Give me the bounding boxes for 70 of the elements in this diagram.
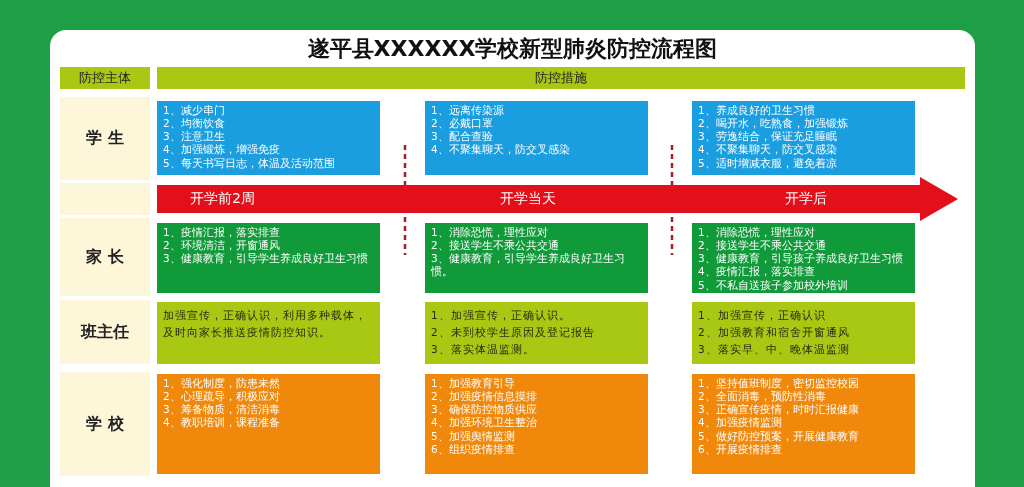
row-header: 学 生 — [60, 97, 150, 180]
measure-box — [692, 223, 915, 293]
list-item: 3、健康教育，引导孩子养成良好卫生习惯 — [698, 252, 904, 266]
row-header: 学 校 — [60, 372, 150, 476]
list-item: 3、落实早、中、晚体温监测 — [698, 341, 851, 357]
measure-box — [157, 302, 380, 364]
list-item: 3、健康教育，引导学生养成良好卫生习惯 — [163, 252, 369, 266]
list-item: 4、加强环境卫生整治 — [431, 416, 538, 430]
list-item: 4、不聚集聊天，防交叉感染 — [698, 143, 838, 157]
list-item: 2、加强教育和宿舍开窗通风 — [698, 324, 851, 340]
list-item: 1、加强宣传，正确认识 — [698, 308, 827, 323]
list-item: 1、加强教育引导 — [431, 377, 516, 391]
list-item: 2、心理疏导，积极应对 — [163, 390, 281, 404]
phase-label: 开学前2周 — [190, 189, 255, 207]
list-item: 2、均衡饮食 — [163, 117, 226, 131]
measure-box — [425, 302, 648, 364]
list-item: 2、接送学生不乘公共交通 — [698, 239, 827, 252]
list-item: 5、不私自送孩子参加校外培训 — [698, 278, 849, 292]
list-item: 1、养成良好的卫生习惯 — [698, 104, 816, 118]
list-item: 4、教职培训，课程准备 — [163, 416, 281, 430]
list-item: 3、正确宣传疫情，时时汇报健康 — [698, 403, 860, 417]
list-item: 2、全面消毒，预防性消毒 — [698, 390, 827, 404]
measure-box — [157, 223, 380, 293]
measure-box — [425, 374, 648, 474]
measure-box — [692, 101, 915, 175]
measure-box — [157, 101, 380, 175]
list-item: 2、加强疫情信息摸排 — [431, 390, 538, 404]
title: 遂平县XXXXXX学校新型肺炎防控流程图 — [306, 35, 719, 63]
list-item: 1、远离传染源 — [431, 104, 505, 118]
measure-box — [692, 374, 915, 474]
list-item: 4、加强锻炼，增强免疫 — [163, 143, 281, 157]
list-item: 5、每天书写日志，体温及活动范围 — [163, 156, 336, 170]
phase-label: 开学后 — [785, 189, 827, 207]
list-item: 1、消除恐慌，理性应对 — [431, 226, 549, 240]
list-item: 3、落实体温监测。 — [431, 341, 536, 357]
list-item: 4、不聚集聊天，防交叉感染 — [431, 143, 571, 157]
list-item: 4、疫情汇报，落实排查 — [698, 265, 816, 279]
list-item: 加强宣传，正确认识，利用多种载体，及时向家长推送疫情防控知识。 — [163, 308, 368, 340]
list-item: 5、做好防控预案，开展健康教育 — [698, 429, 860, 443]
list-item: 1、消除恐慌，理性应对 — [698, 226, 816, 240]
list-item: 1、减少串门 — [163, 104, 226, 118]
list-item: 6、组织疫情排查 — [431, 442, 516, 456]
measure-box — [425, 223, 648, 293]
list-item: 5、适时增减衣服，避免着凉 — [698, 156, 838, 170]
list-item: 3、劳逸结合，保证充足睡眠 — [698, 130, 838, 144]
list-item: 3、注意卫生 — [163, 130, 226, 144]
measure-box — [692, 302, 915, 364]
list-item: 6、开展疫情排查 — [698, 442, 783, 456]
list-item: 3、筹备物质，清洁消毒 — [163, 403, 281, 417]
list-item: 2、环境清洁，开窗通风 — [163, 239, 281, 252]
list-item: 1、加强宣传，正确认识。 — [431, 308, 572, 323]
measure-box — [157, 374, 380, 474]
phase-label: 开学当天 — [500, 189, 556, 207]
header-cell: 防控措施 — [157, 67, 965, 89]
list-item: 4、加强疫情监测 — [698, 416, 783, 430]
list-item: 2、必戴口罩 — [431, 117, 494, 131]
list-item: 2、喝开水，吃熟食，加强锻炼 — [698, 117, 849, 131]
list-item: 2、未到校学生原因及登记报告 — [431, 324, 596, 340]
row-header: 班主任 — [60, 300, 150, 364]
list-item: 1、坚持值班制度，密切监控校园 — [698, 377, 860, 391]
list-item: 3、确保防控物质供应 — [431, 403, 538, 417]
header-cell: 防控主体 — [60, 67, 150, 89]
list-item: 1、强化制度，防患未然 — [163, 377, 281, 391]
list-item: 3、配合查验 — [431, 130, 494, 144]
list-item: 3、健康教育，引导学生养成良好卫生习惯。 — [431, 252, 626, 279]
row-header: 家 长 — [60, 218, 150, 296]
list-item: 1、疫情汇报，落实排查 — [163, 226, 281, 240]
list-item: 2、接送学生不乘公共交通 — [431, 239, 560, 252]
measure-box — [425, 101, 648, 175]
list-item: 5、加强舆情监测 — [431, 429, 516, 443]
